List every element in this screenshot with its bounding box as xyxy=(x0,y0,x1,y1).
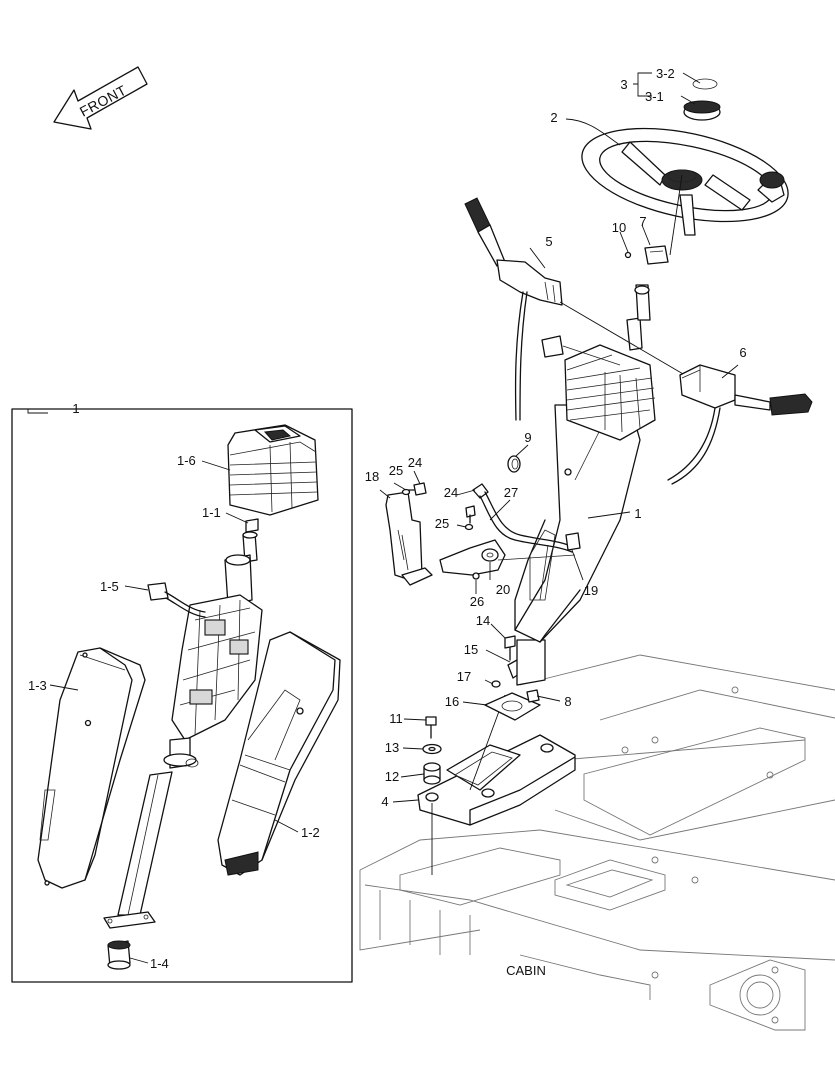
callout-3: 3 xyxy=(620,77,627,92)
callout-9: 9 xyxy=(524,430,531,445)
small-parts-7-9-10 xyxy=(507,245,669,473)
callout-6: 6 xyxy=(739,345,746,360)
callout-19: 19 xyxy=(584,583,598,598)
callout-1-1: 1-1 xyxy=(202,505,221,520)
steering-wheel xyxy=(581,127,789,256)
callout-10: 10 xyxy=(612,220,626,235)
detail-cover-left xyxy=(37,647,146,889)
bracket-assembly xyxy=(385,482,433,586)
callout-11: 11 xyxy=(389,711,403,726)
callout-16: 16 xyxy=(445,694,459,709)
callout-25-mid: 25 xyxy=(435,516,449,531)
detail-boot xyxy=(227,424,319,516)
callout-1-6: 1-6 xyxy=(177,453,196,468)
callout-7: 7 xyxy=(639,214,646,229)
cabin-label: CABIN xyxy=(506,963,546,978)
callout-26: 26 xyxy=(470,594,484,609)
callout-1-detail: 1 xyxy=(72,401,79,416)
callout-labels: 1 1 1-6 1-1 1-5 1-3 1-2 1-4 2 3 3-2 3-1 … xyxy=(28,66,747,978)
callout-14: 14 xyxy=(476,613,490,628)
callout-5: 5 xyxy=(545,234,552,249)
callout-25-top: 25 xyxy=(389,463,403,478)
left-lever-switch xyxy=(464,197,691,421)
callout-12: 12 xyxy=(385,769,399,784)
callout-27: 27 xyxy=(504,485,518,500)
callout-3-1: 3-1 xyxy=(645,89,664,104)
callout-8: 8 xyxy=(564,694,571,709)
callout-20: 20 xyxy=(496,582,510,597)
callout-13: 13 xyxy=(385,740,399,755)
callout-18: 18 xyxy=(365,469,379,484)
detail-cover-right xyxy=(217,631,341,876)
detail-box xyxy=(11,408,353,983)
callout-1-3: 1-3 xyxy=(28,678,47,693)
callout-24-mid: 24 xyxy=(444,485,458,500)
leader-lines xyxy=(27,72,739,964)
callout-3-2: 3-2 xyxy=(656,66,675,81)
mounting-plate xyxy=(417,694,576,875)
sensor-bracket-and-cable xyxy=(439,483,581,580)
callout-24-top: 24 xyxy=(408,455,422,470)
detail-inner-column xyxy=(103,518,263,970)
callout-17: 17 xyxy=(457,669,471,684)
steering-column-main xyxy=(514,284,656,643)
horn-cap-assembly xyxy=(683,78,721,121)
front-arrow-icon: FRONT xyxy=(53,66,148,130)
callout-1-4: 1-4 xyxy=(150,956,169,971)
callout-2: 2 xyxy=(550,110,557,125)
callout-1-5: 1-5 xyxy=(100,579,119,594)
callout-1: 1 xyxy=(634,506,641,521)
right-lever-switch xyxy=(541,335,813,485)
callout-4: 4 xyxy=(381,794,388,809)
callout-1-2: 1-2 xyxy=(301,825,320,840)
callout-15: 15 xyxy=(464,642,478,657)
column-base-parts xyxy=(484,635,546,721)
cabin-floor xyxy=(359,654,835,1031)
fasteners-11-12-13 xyxy=(422,716,442,785)
